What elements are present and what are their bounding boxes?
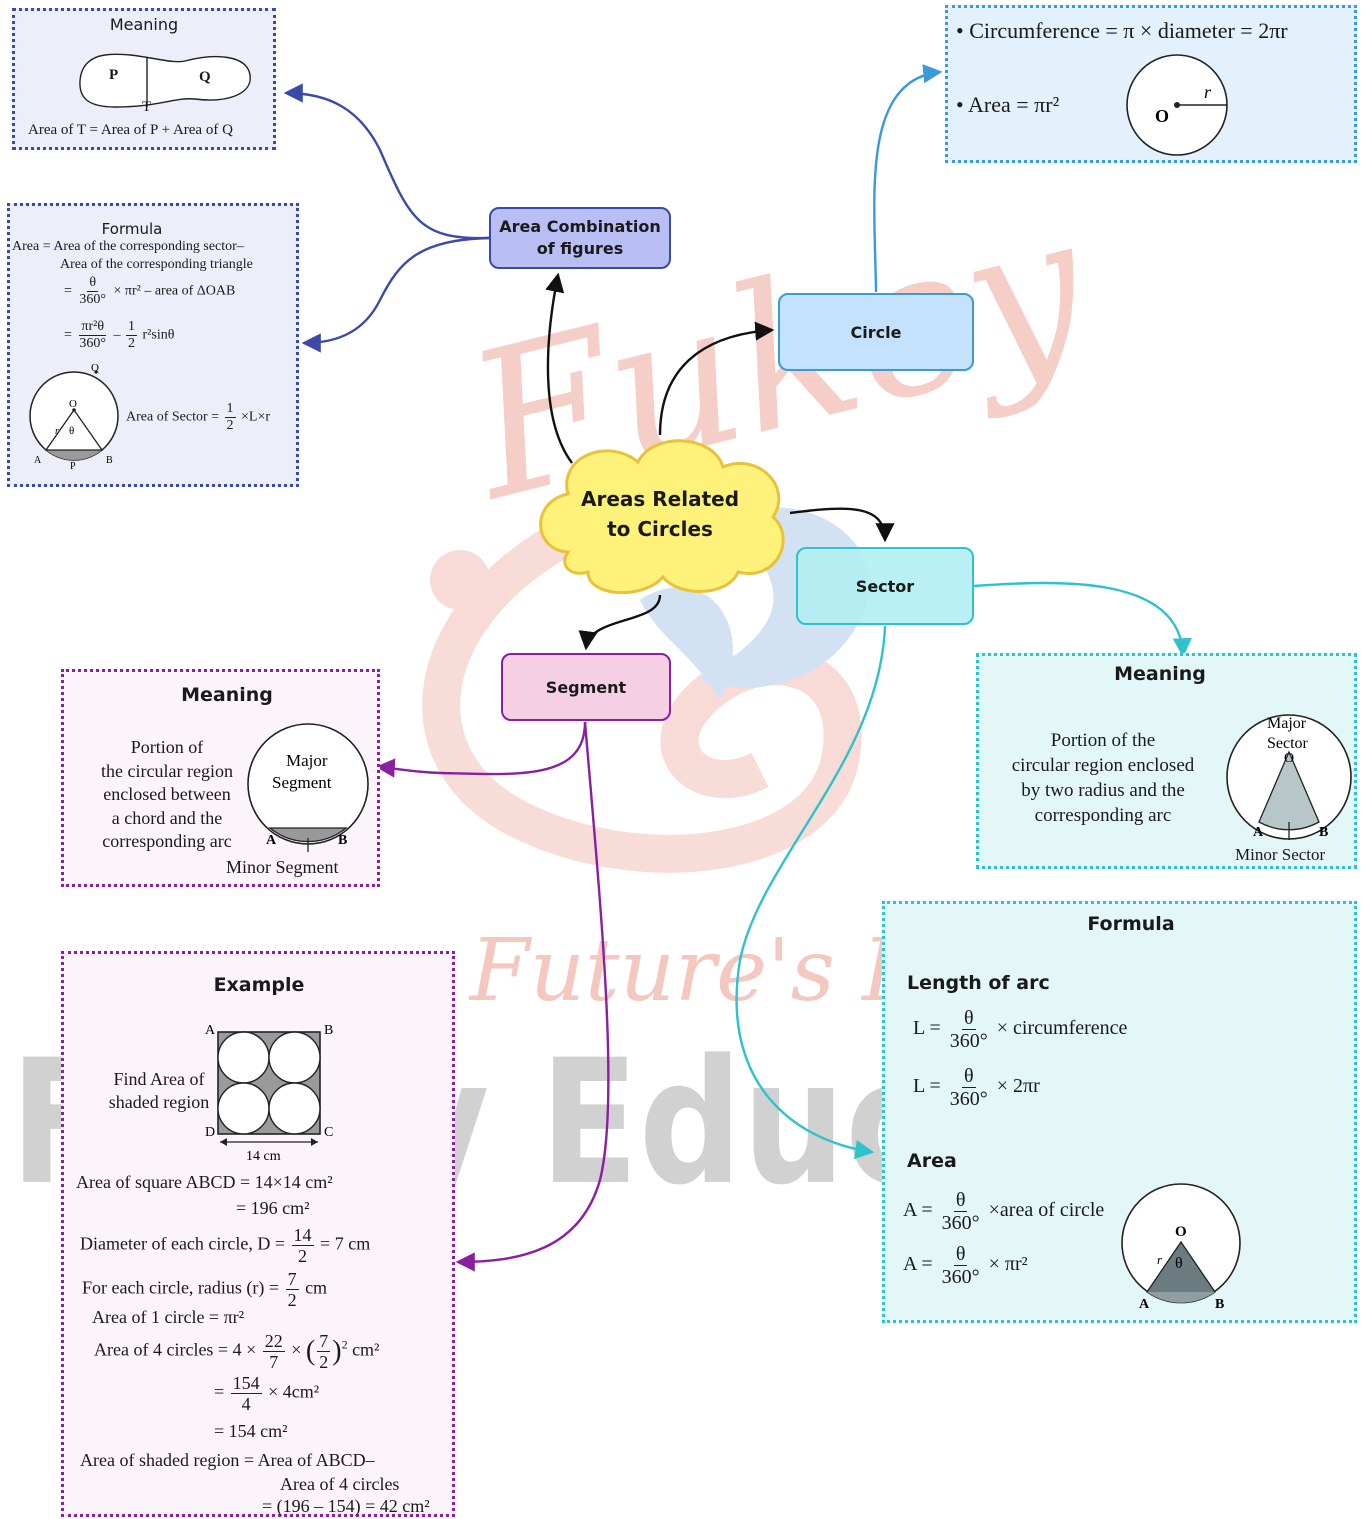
connector-segment-to-meaning bbox=[375, 721, 587, 778]
connector-sector-to-meaning bbox=[973, 581, 1192, 658]
example-step-1: Area of square ABCD = 14×14 cm² bbox=[76, 1172, 333, 1192]
node-circle[interactable]: Circle bbox=[778, 293, 974, 371]
center-cloud[interactable] bbox=[528, 432, 792, 598]
connector-circle-to-box bbox=[873, 64, 943, 293]
combo-label-q: Q bbox=[199, 69, 211, 85]
connector-combination-to-formula bbox=[301, 236, 490, 353]
combo-meaning-caption: Area of T = Area of P + Area of Q bbox=[28, 122, 233, 138]
connector-center-to-sector bbox=[789, 507, 895, 543]
sector-major-minor-diagram: Major Sector O A B bbox=[1226, 714, 1352, 840]
combo-diag-a: A bbox=[34, 455, 42, 466]
sector-diag-o: O bbox=[1284, 751, 1294, 766]
connector-center-to-segment bbox=[578, 594, 662, 651]
sector-area-diag-b: B bbox=[1215, 1297, 1224, 1312]
sector-diag-a: A bbox=[1253, 825, 1264, 840]
circle-circumference: • Circumference = π × diameter = 2πr bbox=[956, 18, 1288, 43]
example-step-9: Area of shaded region = Area of ABCD– bbox=[80, 1450, 375, 1470]
example-diag-dim: 14 cm bbox=[246, 1149, 281, 1164]
sector-area-diag-theta: θ bbox=[1175, 1255, 1183, 1272]
combo-diag-q: Q bbox=[91, 362, 99, 374]
example-diag-b: B bbox=[324, 1023, 333, 1038]
combo-diag-b: B bbox=[106, 455, 113, 466]
combo-diag-o: O bbox=[69, 398, 77, 410]
combo-formula-panel: Formula Area = Area of the corresponding… bbox=[7, 203, 299, 487]
combo-formula-heading: Formula bbox=[101, 220, 163, 238]
circle-area: • Area = πr² bbox=[956, 92, 1060, 117]
sector-diag-sector: Sector bbox=[1267, 735, 1309, 752]
combo-diag-r: r bbox=[55, 426, 59, 437]
segment-diag-segment: Segment bbox=[272, 773, 332, 792]
sector-area-heading: Area bbox=[907, 1150, 957, 1172]
segment-minor-label: Minor Segment bbox=[226, 857, 339, 877]
segment-example-panel: Example Find Area of shaded region A B C… bbox=[61, 951, 455, 1517]
combo-formula-line2: Area of the corresponding triangle bbox=[60, 257, 253, 272]
connector-segment-to-example bbox=[455, 721, 610, 1272]
connector-center-to-combination bbox=[545, 272, 573, 464]
example-step-2: = 196 cm² bbox=[236, 1198, 310, 1218]
combo-meaning-heading: Meaning bbox=[109, 15, 179, 34]
sector-area-diag-a: A bbox=[1139, 1297, 1150, 1312]
sector-minor-label: Minor Sector bbox=[1235, 845, 1326, 864]
sector-area-diagram: O r θ A B bbox=[1121, 1183, 1241, 1312]
arc-length-heading: Length of arc bbox=[907, 972, 1050, 994]
example-heading: Example bbox=[213, 974, 305, 996]
segment-diag-b: B bbox=[338, 833, 347, 848]
combo-formula-line1: Area = Area of the corresponding sector– bbox=[12, 239, 244, 254]
node-area-combination[interactable]: Area Combination of figures bbox=[489, 207, 671, 269]
sector-area-diag-o: O bbox=[1175, 1224, 1187, 1240]
circle-radius-diagram: O r bbox=[1126, 54, 1228, 156]
example-find-text: Find Area of shaded region bbox=[108, 1069, 210, 1112]
node-sector[interactable]: Sector bbox=[796, 547, 974, 625]
example-diag-c: C bbox=[324, 1125, 333, 1140]
square-four-circles-diagram: A B C D 14 cm bbox=[205, 1023, 333, 1164]
combo-diag-theta: θ bbox=[69, 425, 74, 437]
example-step-11: = (196 – 154) = 42 cm² bbox=[262, 1496, 430, 1516]
combo-meaning-panel: Meaning P Q T Area of T = Area of P + Ar… bbox=[12, 8, 276, 150]
sector-area-diag-r: r bbox=[1157, 1252, 1163, 1267]
example-diag-a: A bbox=[205, 1023, 216, 1038]
segment-major-minor-diagram: Major Segment A B bbox=[247, 723, 369, 852]
segment-meaning-text: Portion of the circular region enclosed … bbox=[101, 737, 233, 851]
example-step-10: Area of 4 circles bbox=[280, 1474, 400, 1494]
circle-diag-o: O bbox=[1155, 106, 1169, 126]
circle-diag-r: r bbox=[1204, 82, 1212, 102]
combo-label-t: T bbox=[142, 99, 152, 115]
sector-meaning-heading: Meaning bbox=[1114, 663, 1206, 685]
node-segment[interactable]: Segment bbox=[501, 653, 671, 721]
footprint-shape bbox=[79, 53, 251, 108]
sector-diag-b: B bbox=[1319, 825, 1328, 840]
sector-meaning-panel: Meaning Portion of the circular region e… bbox=[976, 653, 1357, 869]
segment-meaning-panel: Meaning Portion of the circular region e… bbox=[61, 669, 380, 887]
example-step-5: Area of 1 circle = πr² bbox=[92, 1307, 245, 1327]
center-label: Areas Related to Circles bbox=[580, 487, 740, 541]
sector-triangle-diagram: Q O r θ A P B bbox=[29, 362, 119, 470]
sector-formula-heading: Formula bbox=[1087, 913, 1175, 935]
sector-diag-major: Major bbox=[1267, 715, 1307, 732]
combo-diag-p: P bbox=[70, 461, 76, 470]
example-diag-d: D bbox=[205, 1125, 215, 1140]
example-step-8: = 154 cm² bbox=[214, 1421, 288, 1441]
circle-panel: • Circumference = π × diameter = 2πr • A… bbox=[945, 5, 1357, 163]
segment-diag-major: Major bbox=[286, 751, 328, 770]
connector-center-to-circle bbox=[658, 321, 775, 436]
segment-diag-a: A bbox=[266, 833, 277, 848]
connector-combination-to-meaning bbox=[283, 83, 490, 240]
segment-meaning-heading: Meaning bbox=[181, 684, 273, 706]
connector-sector-to-formula bbox=[735, 625, 887, 1160]
sector-meaning-text: Portion of the circular region enclosed … bbox=[1011, 730, 1195, 826]
combo-label-p: P bbox=[109, 67, 119, 83]
